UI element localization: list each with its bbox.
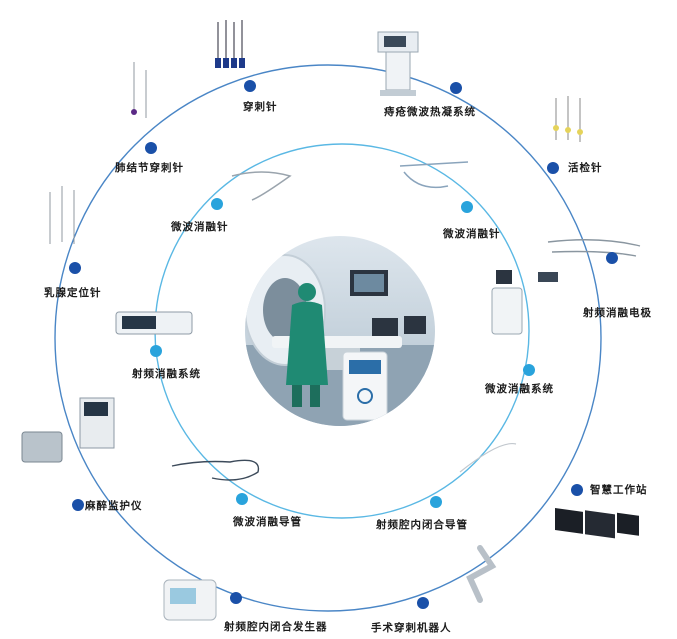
mw-needle-illustration-right xyxy=(399,161,469,189)
inner-node-dot xyxy=(236,493,248,505)
breast-needle-illustration xyxy=(49,186,75,244)
hemorrhoid-unit-illustration xyxy=(377,31,419,96)
outer-node-dot xyxy=(69,262,81,274)
inner-node-dot xyxy=(211,198,223,210)
outer-label-biopsy-needle: 活检针 xyxy=(568,162,603,174)
outer-node-dot xyxy=(145,142,157,154)
outer-node-dot xyxy=(230,592,242,604)
outer-label-rf-generator: 射频腔内闭合发生器 xyxy=(224,621,328,633)
outer-node-dot xyxy=(606,252,618,264)
inner-node-dot xyxy=(430,496,442,508)
rf-generator-illustration xyxy=(163,579,217,621)
center-operating-room-image xyxy=(245,236,435,426)
robot-arm-illustration xyxy=(466,545,497,603)
mw-system-illustration xyxy=(491,270,558,335)
inner-label-microwave-ablation-catheter: 微波消融导管 xyxy=(233,516,302,528)
lung-needle-illustration xyxy=(131,62,147,118)
outer-node-dot xyxy=(244,80,256,92)
outer-label-lung-nodule-needle: 肺结节穿刺针 xyxy=(115,162,184,174)
inner-node-dot xyxy=(461,201,473,213)
inner-node-dot xyxy=(523,364,535,376)
inner-label-microwave-ablation-system: 微波消融系统 xyxy=(485,383,554,395)
needle-set-illustration xyxy=(215,20,245,68)
biopsy-needle-illustration xyxy=(553,96,583,142)
mw-catheter-illustration xyxy=(171,459,260,481)
outer-node-dot xyxy=(417,597,429,609)
workstation-illustration xyxy=(555,508,639,539)
rf-system-illustration xyxy=(115,311,193,335)
rf-electrode-illustration xyxy=(547,239,641,257)
outer-label-workstation-monitors: 智慧工作站 xyxy=(590,484,648,496)
outer-label-rf-electrode: 射频消融电极 xyxy=(583,307,652,319)
outer-node-dot xyxy=(450,82,462,94)
outer-label-needle-set: 穿刺针 xyxy=(243,101,278,113)
outer-ring xyxy=(54,64,602,612)
inner-label-rf-closure-catheter: 射频腔内闭合导管 xyxy=(376,519,468,531)
inner-label-microwave-ablation-needle: 微波消融针 xyxy=(443,228,501,240)
outer-node-dot xyxy=(571,484,583,496)
outer-label-anesthesia-monitor: 麻醉监护仪 xyxy=(85,500,143,512)
outer-label-robot-arm: 手术穿刺机器人 xyxy=(371,622,452,634)
mw-needle-illustration-left xyxy=(231,171,292,201)
outer-label-hemorrhoid-microwave-unit: 痔疮微波热凝系统 xyxy=(384,106,476,118)
outer-node-dot xyxy=(72,499,84,511)
inner-label-rf-ablation-system: 射频消融系统 xyxy=(132,368,201,380)
inner-label-microwave-ablation-needle: 微波消融针 xyxy=(171,221,229,233)
outer-node-dot xyxy=(547,162,559,174)
rf-catheter-illustration xyxy=(459,442,517,473)
outer-label-breast-localization-needle: 乳腺定位针 xyxy=(44,287,102,299)
inner-node-dot xyxy=(150,345,162,357)
anesthesia-monitor-illustration xyxy=(21,397,115,463)
